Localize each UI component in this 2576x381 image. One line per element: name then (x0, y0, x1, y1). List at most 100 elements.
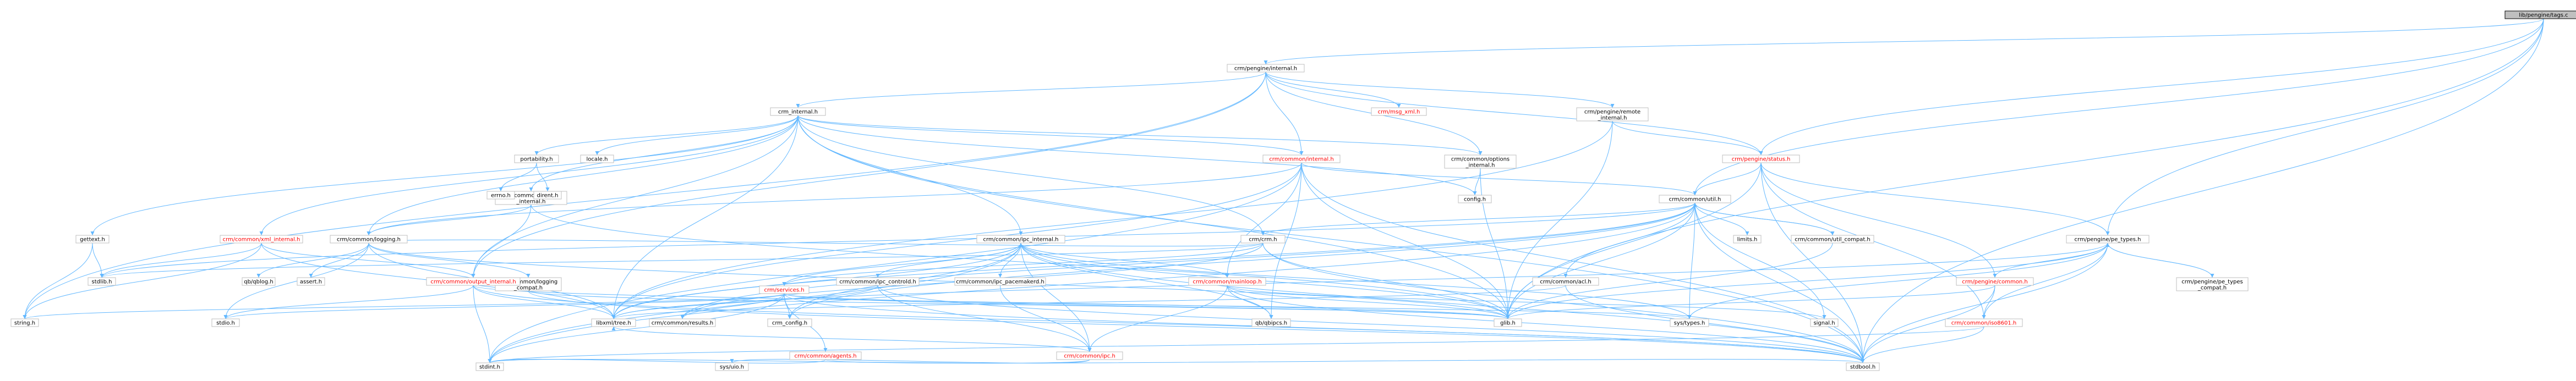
edge-util-to-stdint (488, 202, 1696, 363)
edge-ipc-internal-to-ipc-pacemakerd (998, 242, 1021, 278)
node-tags[interactable]: lib/pengine/tags.c (2504, 10, 2576, 19)
edge-pengine-common-to-glib (1506, 285, 1995, 319)
node-cm-config[interactable]: crm_config.h (767, 318, 812, 327)
node-crm-internal[interactable]: crm_internal.h (770, 107, 826, 116)
node-stdint[interactable]: stdint.h (475, 362, 504, 371)
edge-services-to-results (680, 293, 785, 319)
node-label: crm/common/logging.h (337, 237, 401, 243)
node-label: qb/qblog.h (244, 279, 274, 285)
node-stdbool[interactable]: stdbool.h (1846, 362, 1880, 371)
node-services[interactable]: crm/services.h (759, 285, 810, 294)
node-label: sys/types.h (1674, 321, 1705, 327)
node-assert[interactable]: assert.h (297, 277, 325, 286)
node-errno[interactable]: errno.h (486, 191, 515, 200)
node-box (715, 362, 749, 371)
edge-mainloop-to-stdbool (1227, 285, 1865, 363)
node-mainloop[interactable]: crm/common/mainloop.h (1188, 277, 1266, 286)
node-agents[interactable]: crm/common/agents.h (789, 351, 862, 360)
node-logging[interactable]: crm/common/logging.h (330, 235, 408, 244)
edge-logging-compat-to-glib (528, 290, 1510, 319)
node-gettext[interactable]: gettext.h (75, 235, 110, 244)
node-results[interactable]: crm/common/results.h (649, 318, 716, 327)
node-ipc-controld[interactable]: crm/common/ipc_controld.h (836, 277, 920, 286)
node-internal[interactable]: crm/pengine/internal.h (1227, 64, 1305, 73)
edge-crm-internal-to-portability (534, 115, 798, 156)
node-locale[interactable]: locale.h (580, 154, 614, 163)
node-box (591, 318, 636, 327)
node-box (976, 235, 1065, 244)
node-crm-h[interactable]: crm/crm.h (1240, 235, 1286, 244)
node-qbipcs[interactable]: qb/qbipcs.h (1251, 318, 1291, 327)
edge-pe-types-to-libxml-tree (611, 242, 2108, 319)
node-qb-qblog[interactable]: qb/qblog.h (242, 277, 276, 286)
node-pengine-common[interactable]: crm/pengine/common.h (1956, 277, 2034, 286)
node-portability[interactable]: portability.h (514, 154, 559, 163)
node-box (1056, 351, 1123, 360)
node-pe-types-compat[interactable]: crm/pengine/pe_types_compat.h (2176, 277, 2249, 291)
node-box (789, 351, 862, 360)
edge-ipc-internal-to-services (782, 242, 1021, 286)
node-output-internal[interactable]: crm/common/output_internal.h (426, 277, 521, 286)
node-dirent[interactable]: dirent.h (533, 191, 562, 200)
node-config[interactable]: config.h (1458, 195, 1492, 203)
edge-crm-internal-to-common-internal (797, 115, 1304, 156)
edge-util-compat-to-util (1693, 202, 1833, 236)
node-common-internal[interactable]: crm/common/internal.h (1262, 154, 1341, 163)
node-box (242, 277, 276, 286)
node-options-internal[interactable]: crm/common/options_internal.h (1444, 154, 1517, 169)
node-box (836, 277, 920, 286)
node-remote-internal[interactable]: crm/pengine/remote_internal.h (1576, 107, 1649, 122)
node-sys-uio[interactable]: sys/uio.h (715, 362, 749, 371)
edge-common-internal-to-glib (1301, 162, 1510, 319)
node-msg-xml[interactable]: crm/msg_xml.h (1371, 107, 1427, 116)
node-box (1262, 154, 1341, 163)
node-box (759, 285, 810, 294)
node-ipc-h[interactable]: crm/common/ipc.h (1056, 351, 1123, 360)
edge-output-internal-to-stdint (473, 285, 492, 363)
node-signal[interactable]: signal.h (1810, 318, 1839, 327)
node-box (1791, 235, 1874, 244)
node-label: _compat.h (513, 285, 543, 291)
node-status[interactable]: crm/pengine/status.h (1722, 154, 1800, 163)
node-box (1494, 318, 1522, 327)
edge-util-compat-to-glib (1506, 242, 1833, 319)
node-box (1444, 154, 1517, 169)
node-glib[interactable]: glib.h (1494, 318, 1522, 327)
edge-ipc-h-to-libxml-tree (611, 326, 1090, 352)
node-stdio[interactable]: stdio.h (211, 318, 240, 327)
node-box (2176, 277, 2249, 291)
edge-tags-to-glib (1506, 18, 2544, 319)
node-box (1956, 277, 2034, 286)
edge-xml-internal-to-output-internal (261, 242, 475, 278)
node-pe-types[interactable]: crm/pengine/pe_types.h (2066, 235, 2150, 244)
node-xml-internal[interactable]: crm/common/xml_internal.h (220, 235, 303, 244)
node-ipc-pacemakerd[interactable]: crm/common/ipc_pacemakerd.h (954, 277, 1046, 286)
edge-crm-internal-to-logging (367, 115, 798, 236)
node-util[interactable]: crm/common/util.h (1659, 195, 1731, 203)
edge-internal-to-common-internal (1265, 71, 1304, 156)
edge-options-internal-to-glib (1480, 168, 1510, 319)
node-limits[interactable]: limits.h (1733, 235, 1762, 244)
node-stdlib[interactable]: stdlib.h (87, 277, 116, 286)
node-ipc-internal[interactable]: crm/common/ipc_internal.h (976, 235, 1065, 244)
edge-logging-to-assert (309, 242, 369, 278)
edge-acl-to-stdbool (1565, 285, 1865, 363)
edge-mainloop-to-signal (1227, 285, 1826, 319)
edge-tags-to-util (1693, 18, 2544, 196)
node-box (426, 277, 521, 286)
node-acl[interactable]: crm/common/acl.h (1532, 277, 1599, 286)
edge-options-internal-to-config (1473, 168, 1481, 196)
edge-xml-internal-to-stdlib (100, 242, 262, 278)
node-box (211, 318, 240, 327)
node-sys-types[interactable]: sys/types.h (1670, 318, 1709, 327)
node-box (954, 277, 1046, 286)
node-label: crm/msg_xml.h (1378, 109, 1420, 115)
node-label: libxml/tree.h (596, 321, 631, 327)
node-label: crm/common/output_internal.h (430, 279, 516, 285)
node-libxml-tree[interactable]: libxml/tree.h (591, 318, 636, 327)
node-iso8601[interactable]: crm/common/iso8601.h (1945, 318, 2023, 327)
node-util-compat[interactable]: crm/common/util_compat.h (1791, 235, 1874, 244)
node-string-h[interactable]: string.h (10, 318, 39, 327)
node-label: errno.h (491, 193, 511, 199)
